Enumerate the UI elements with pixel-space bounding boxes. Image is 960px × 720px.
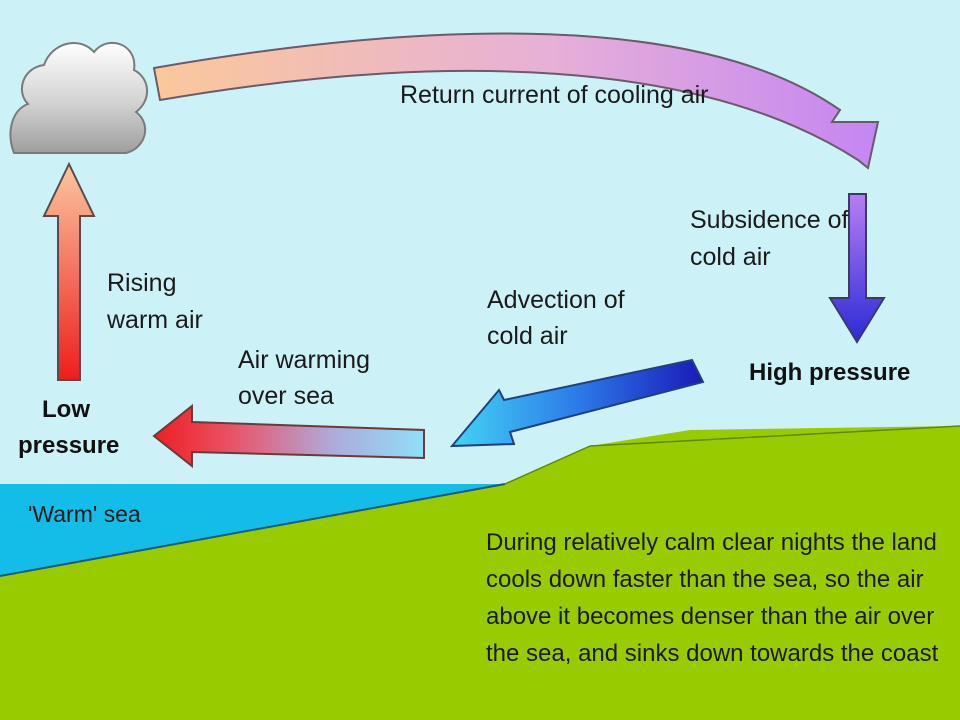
explanation-text: During relatively calm clear nights the … (486, 524, 939, 672)
high-pressure-label: High pressure (749, 359, 911, 386)
explanation-line: cools down faster than the sea, so the a… (486, 566, 924, 593)
subsidence-label-line1: Subsidence of (690, 206, 849, 234)
subsidence-label-line2: cold air (690, 243, 771, 271)
rising-air-arrow (42, 161, 96, 381)
advection-label-line1: Advection of (487, 286, 625, 314)
land (0, 426, 960, 720)
rising-label-line1: Rising (107, 269, 177, 297)
advection-label-line2: cold air (487, 322, 568, 350)
warming-label-line2: over sea (238, 382, 334, 410)
warming-label-line1: Air warming (238, 346, 370, 374)
low-pressure-label-line1: Low (42, 396, 90, 423)
warming-arrow (152, 403, 425, 469)
low-pressure-label-line2: pressure (18, 432, 120, 459)
coastline (0, 483, 506, 577)
land-edge (589, 425, 960, 447)
return-current-label: Return current of cooling air (400, 81, 709, 109)
explanation-line: During relatively calm clear nights the … (486, 529, 937, 556)
return-current-arrow (152, 32, 880, 170)
coast-top (504, 445, 591, 485)
advection-arrow (449, 358, 705, 448)
explanation-line: above it becomes denser than the air ove… (486, 603, 935, 630)
cloud-icon (9, 41, 148, 154)
subsidence-arrow (828, 193, 886, 344)
explanation-line: the sea, and sinks down towards the coas… (486, 640, 939, 667)
rising-label-line2: warm air (107, 306, 203, 334)
warm-sea-label: 'Warm' sea (28, 501, 141, 527)
